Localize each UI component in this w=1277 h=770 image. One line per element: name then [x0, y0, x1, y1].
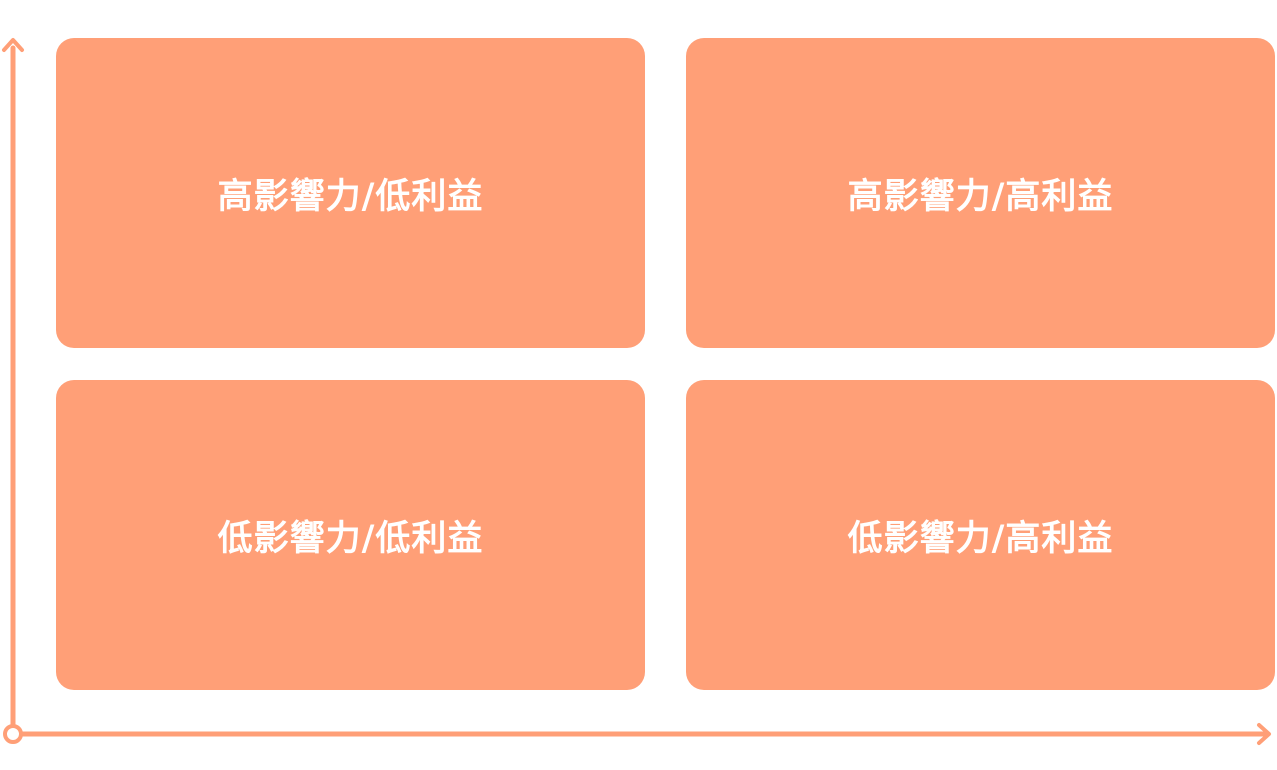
x-axis-arrowhead [1257, 723, 1271, 745]
quadrant-label: 低影響力/高利益 [847, 518, 1114, 559]
axis-origin-marker [3, 724, 23, 744]
quadrant-high-influence-low-interest: 高影響力/低利益 [56, 38, 645, 348]
quadrant-high-influence-high-interest: 高影響力/高利益 [686, 38, 1275, 348]
quadrant-label: 高影響力/高利益 [847, 176, 1114, 217]
quadrant-label: 高影響力/低利益 [217, 176, 484, 217]
quadrant-low-influence-high-interest: 低影響力/高利益 [686, 380, 1275, 690]
quadrant-label: 低影響力/低利益 [217, 518, 484, 559]
y-axis-arrowhead [2, 38, 24, 52]
quadrant-low-influence-low-interest: 低影響力/低利益 [56, 380, 645, 690]
